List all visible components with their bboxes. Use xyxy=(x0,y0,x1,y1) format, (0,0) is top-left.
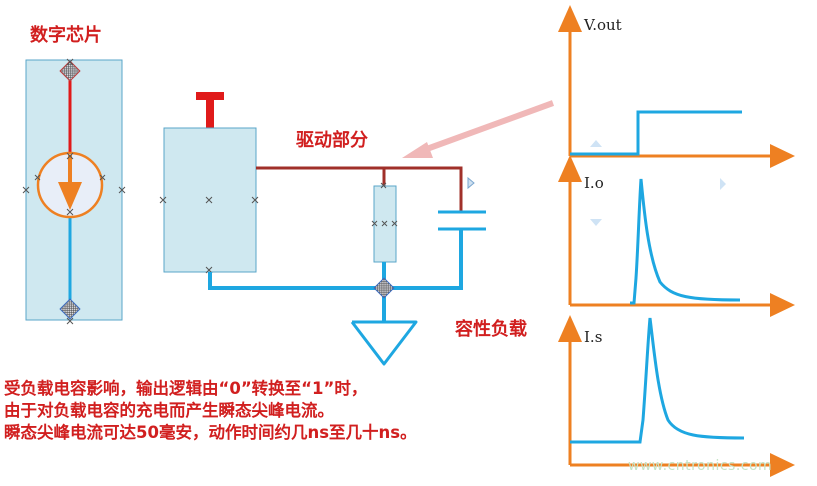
capacitive-load-label: 容性负载 xyxy=(455,319,527,340)
is-waveform xyxy=(570,317,745,444)
description-line: 瞬态尖峰电流可达50毫安，动作时间约几ns至几十ns。 xyxy=(4,423,417,442)
description-line: 受负载电容影响，输出逻辑由“0”转换至“1”时， xyxy=(4,379,368,398)
driver-section-label: 驱动部分 xyxy=(296,130,368,151)
current-source-arrow-head xyxy=(58,182,82,210)
io-y-arrow xyxy=(558,155,582,182)
description-block: 受负载电容影响，输出逻辑由“0”转换至“1”时， 由于对负载电容的充电而产生瞬态… xyxy=(4,378,417,444)
digital-chip-block xyxy=(22,58,126,325)
is-x-arrow xyxy=(770,453,795,477)
io-handle-down xyxy=(590,219,602,226)
is-label: I.s xyxy=(584,328,603,346)
pointer-arrow xyxy=(402,100,555,158)
io-x-arrow xyxy=(770,293,795,317)
io-handle-right xyxy=(720,178,726,190)
vout-waveform xyxy=(570,110,742,156)
ground-return-wire xyxy=(208,229,463,290)
chip-bottom-node xyxy=(59,298,81,320)
vout-x-arrow xyxy=(770,144,795,168)
description-line: 由于对负载电容的充电而产生瞬态尖峰电流。 xyxy=(4,401,334,420)
io-waveform xyxy=(630,178,741,305)
vout-y-arrow xyxy=(558,5,582,32)
pointer-arrow-shaft xyxy=(422,100,555,153)
ground-symbol xyxy=(350,320,418,366)
chip-handle-marks xyxy=(22,58,126,325)
graph-vout xyxy=(558,5,795,168)
driver-circuit xyxy=(159,92,486,366)
chip-top-node xyxy=(59,60,81,82)
io-label: I.o xyxy=(584,174,604,192)
is-y-arrow xyxy=(558,315,582,342)
capacitor-handle xyxy=(467,176,475,190)
ground-node xyxy=(373,277,395,299)
driver-box xyxy=(163,127,257,273)
graph-io xyxy=(558,155,795,317)
pointer-arrow-head xyxy=(402,142,433,158)
watermark: www.cntronics.com xyxy=(628,458,773,474)
graph-is xyxy=(558,315,795,477)
vout-label: V.out xyxy=(584,16,622,34)
digital-chip-label: 数字芯片 xyxy=(30,25,102,46)
resistor-handle-marks xyxy=(371,182,398,227)
vout-handle xyxy=(590,140,602,147)
driver-output-wire xyxy=(256,166,463,212)
power-t-stem xyxy=(206,96,214,130)
